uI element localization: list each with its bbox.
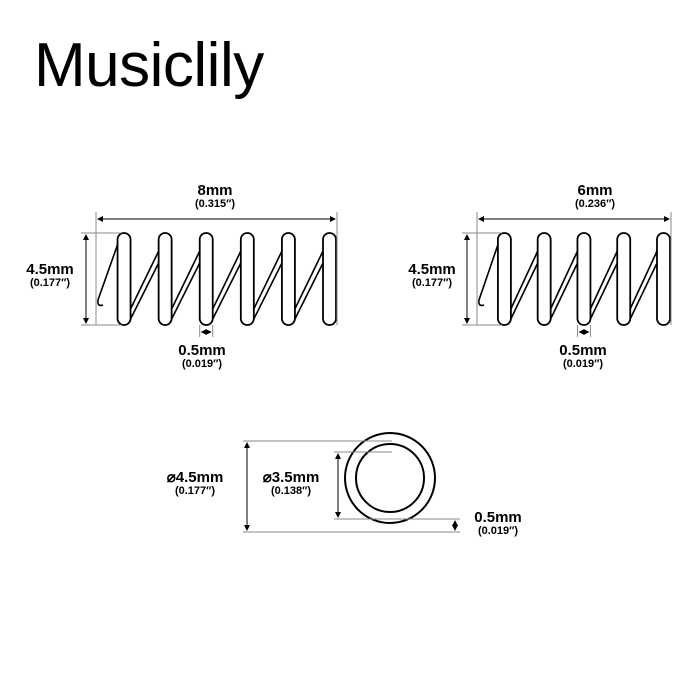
- coil-front: [239, 232, 255, 326]
- coil-back-line: [211, 248, 243, 312]
- coil-back-line: [509, 260, 540, 322]
- wire-mm: 0.5mm: [178, 342, 226, 359]
- height-mm: 4.5mm: [26, 261, 74, 278]
- coil-front: [656, 232, 671, 326]
- spring-long-drawing: [81, 212, 338, 337]
- coil-back-line: [628, 248, 659, 312]
- ring-wire-inch: (0.019″): [477, 525, 519, 537]
- coil-front: [322, 232, 337, 326]
- spring-long-height-label: 4.5mm (0.177″): [12, 262, 88, 289]
- coil-back-line: [509, 248, 540, 312]
- wire-inch: (0.019″): [562, 358, 604, 370]
- height-inch: (0.177″): [29, 277, 71, 289]
- inner-mm: ⌀3.5mm: [262, 469, 320, 486]
- coil-front: [496, 232, 512, 326]
- coil-front: [616, 232, 632, 326]
- ring-outer-circle: [344, 432, 436, 524]
- length-mm: 8mm: [197, 182, 233, 199]
- length-inch: (0.315″): [194, 198, 236, 210]
- wire-mm: 0.5mm: [559, 342, 607, 359]
- spring-tail: [478, 238, 501, 307]
- coil-back-line: [588, 248, 619, 312]
- ring-outer-label: ⌀4.5mm (0.177″): [150, 470, 240, 497]
- coil-back-line: [293, 248, 325, 312]
- coil-front: [157, 232, 173, 326]
- coil-back-line: [293, 260, 325, 322]
- spring-tail: [97, 238, 121, 307]
- ring-wire-label: 0.5mm (0.019″): [462, 510, 534, 537]
- coil-back-line: [128, 248, 161, 312]
- height-inch: (0.177″): [411, 277, 453, 289]
- spring-short-length-label: 6mm (0.236″): [555, 183, 635, 210]
- coil-front: [198, 232, 214, 326]
- coil-front: [281, 232, 296, 326]
- spring-long-wire-label: 0.5mm (0.019″): [162, 343, 242, 370]
- brand-logo: Musiclily: [34, 31, 264, 100]
- coil-back-line: [169, 260, 202, 322]
- coil-back-line: [252, 248, 284, 312]
- spring-short-drawing: [462, 212, 672, 337]
- spring-short-wire-label: 0.5mm (0.019″): [543, 343, 623, 370]
- spring-short-height-label: 4.5mm (0.177″): [394, 262, 470, 289]
- height-mm: 4.5mm: [408, 261, 456, 278]
- spring-long-length-label: 8mm (0.315″): [175, 183, 255, 210]
- coil-back-line: [128, 260, 161, 322]
- outer-mm: ⌀4.5mm: [166, 469, 224, 486]
- ring-inner-label: ⌀3.5mm (0.138″): [248, 470, 334, 497]
- length-inch: (0.236″): [574, 198, 616, 210]
- coil-back-line: [169, 248, 202, 312]
- coil-back-line: [628, 260, 659, 322]
- ring-inner-circle: [355, 443, 425, 513]
- coil-back-line: [252, 260, 284, 322]
- coil-front: [576, 232, 592, 326]
- length-mm: 6mm: [577, 182, 613, 199]
- coil-front: [116, 232, 132, 326]
- coil-front: [536, 232, 552, 326]
- coil-back-line: [211, 260, 243, 322]
- coil-back-line: [548, 260, 580, 322]
- coil-back-line: [588, 260, 619, 322]
- wire-inch: (0.019″): [181, 358, 223, 370]
- outer-inch: (0.177″): [174, 485, 216, 497]
- ring-drawing: [243, 432, 460, 533]
- ring-wire-mm: 0.5mm: [474, 509, 522, 526]
- coil-back-line: [548, 248, 580, 312]
- inner-inch: (0.138″): [270, 485, 312, 497]
